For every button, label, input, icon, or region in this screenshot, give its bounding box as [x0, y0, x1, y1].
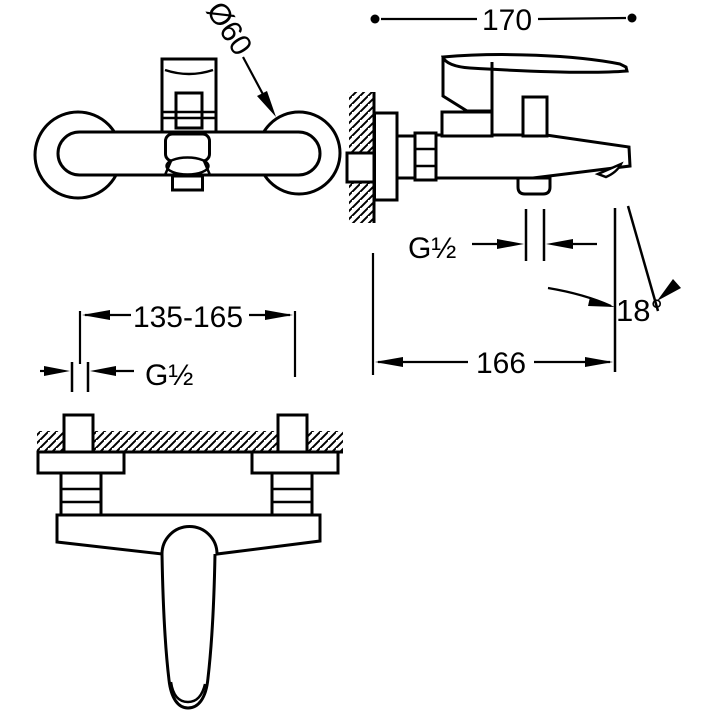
front-view	[33, 57, 342, 200]
dimension-text-inlet-thread: G½	[145, 359, 193, 392]
mixer-body-side	[434, 133, 632, 180]
dimension-text-outlet-thread: G½	[408, 232, 456, 265]
lever-tip-inner-line	[169, 681, 207, 704]
lever-bottom	[160, 553, 217, 710]
dimension-line-170	[381, 16, 627, 21]
lever-base-band	[162, 110, 216, 120]
dimension-text-angle: 18°	[616, 293, 663, 328]
extension-ticks	[524, 209, 546, 261]
union-nut-lines	[415, 147, 436, 168]
cartridge-base-side	[440, 110, 494, 138]
dimension-170: 170	[370, 4, 637, 37]
dimension-inlet-thread: G½	[40, 359, 193, 392]
wall-plate-side	[373, 111, 399, 202]
shower-outlet-side	[516, 176, 552, 196]
connector-side	[395, 134, 417, 180]
dimension-166: 166	[371, 253, 613, 380]
dimension-dot-left	[370, 14, 380, 24]
arrowhead-icon	[265, 310, 293, 320]
mixer-body-bottom	[55, 513, 322, 556]
arrowhead-icon	[585, 357, 613, 367]
leader-line-diameter	[242, 56, 267, 101]
spout-mouth-front	[165, 156, 210, 176]
arrowhead-icon	[546, 239, 573, 249]
arrowhead-icon	[90, 366, 116, 376]
dimension-dot-right	[627, 13, 637, 23]
right-inlet-stub	[276, 413, 309, 454]
left-connector-bottom	[59, 471, 103, 517]
right-escutcheon-plate	[250, 450, 340, 475]
bottom-view	[36, 413, 343, 710]
dimension-text-170: 170	[482, 4, 532, 37]
union-nut-side	[413, 131, 438, 182]
arrowhead-icon	[497, 239, 524, 249]
dimension-text-135-165: 135-165	[133, 301, 243, 334]
inlet-behind-wall	[345, 151, 377, 184]
lever-neck-front	[174, 91, 204, 130]
diverter-knob-side	[521, 95, 549, 138]
dimension-135-165: 135-165	[78, 301, 297, 377]
lever-blade-side	[440, 53, 629, 74]
side-view	[345, 53, 632, 223]
dimension-outlet-thread: G½	[408, 209, 597, 265]
left-inlet-stub	[62, 413, 95, 454]
right-connector-bottom	[270, 471, 314, 517]
left-connector-lines	[61, 487, 101, 504]
dimension-text-166: 166	[476, 347, 526, 380]
right-connector-lines	[272, 487, 312, 504]
spout-flare-lines	[163, 160, 212, 176]
arrowhead-icon	[257, 91, 276, 117]
lever-top-curve	[164, 68, 214, 76]
spout-outlet-front	[171, 174, 204, 192]
angled-reference-line	[626, 205, 660, 312]
arrowhead-icon	[375, 357, 403, 367]
arrowhead-icon	[657, 279, 681, 301]
arrowhead-icon	[44, 366, 70, 376]
wall-hatching-bottom	[37, 431, 343, 452]
left-escutcheon-plate	[36, 450, 126, 475]
spout-lip-side	[594, 161, 624, 179]
extension-ticks	[70, 362, 90, 392]
dimension-angle-18: 18°	[547, 205, 681, 372]
arrowhead-icon	[588, 297, 615, 307]
arrowhead-icon	[82, 310, 110, 320]
